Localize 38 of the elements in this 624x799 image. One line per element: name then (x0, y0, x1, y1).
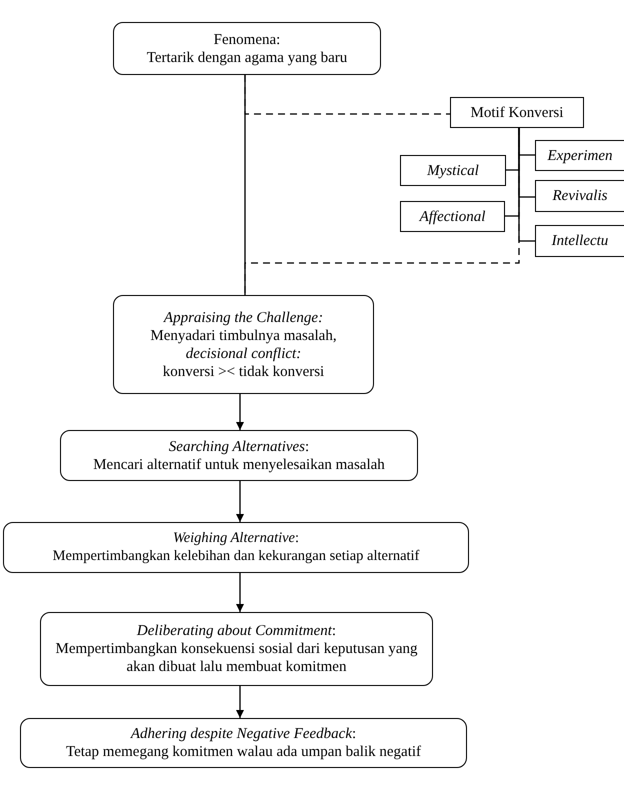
box-text: Menyadari timbulnya masalah, (150, 326, 337, 344)
process-box (40, 612, 433, 686)
box-text: Mempertimbangkan kelebihan dan kekurangan setiap alternatif (52, 548, 420, 565)
arrow (236, 573, 244, 612)
arrow (236, 394, 244, 430)
category-box (535, 225, 624, 257)
box-text: Motif Konversi (470, 104, 564, 122)
box-text: konversi >< tidak konversi (162, 362, 324, 380)
process-box (60, 430, 418, 481)
process-box (20, 718, 467, 768)
rounded-process-box (113, 22, 381, 75)
box-heading: Deliberating about Commitment: (136, 622, 336, 640)
category-box (535, 180, 624, 212)
category-box (450, 97, 584, 128)
box-text: Mencari alternatif untuk menyelesaikan masalah (93, 456, 385, 474)
box-heading: Weighing Alternative: (172, 530, 300, 548)
process-box (3, 522, 469, 573)
connector-line (244, 75, 450, 115)
box-text: Mempertimbangkan konsekuensi sosial dari keputusan yang akan dibuat lalu membuat komitmen (54, 640, 418, 676)
box-text: Tertarik dengan agama yang baru (146, 48, 348, 66)
category-box (400, 201, 505, 232)
box-heading: Fenomena: (214, 30, 280, 48)
box-text: decisional conflict: (186, 344, 302, 362)
rounded-process-box (113, 295, 374, 394)
box-text: Tetap memegang komitmen walau ada umpan balik negatif (66, 743, 422, 761)
box-heading: Appraising the Challenge: (164, 308, 324, 326)
box-text: Affectional (420, 208, 486, 226)
category-box (535, 140, 624, 171)
box-text: Experimen (548, 146, 612, 164)
arrow (236, 481, 244, 522)
box-heading: Searching Alternatives: (168, 438, 310, 456)
connector-line (244, 128, 520, 295)
box-text: Mystical (427, 162, 479, 180)
box-text: Revivalis (552, 187, 608, 205)
box-text: Intellectu (552, 232, 608, 250)
arrow (236, 686, 244, 718)
category-box (400, 155, 506, 186)
box-heading: Adhering despite Negative Feedback: (130, 725, 356, 743)
